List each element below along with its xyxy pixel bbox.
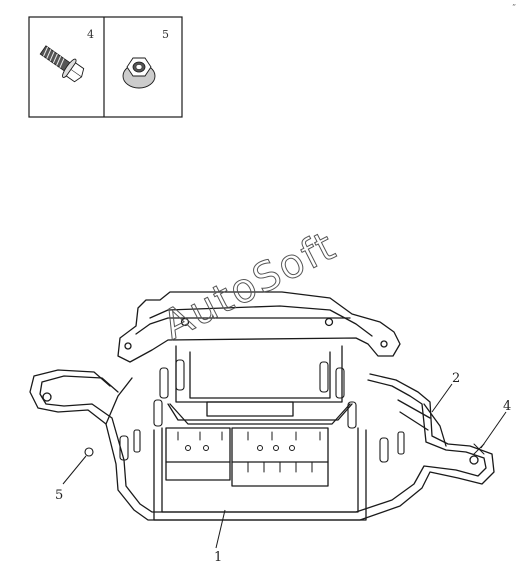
callout-part-2: 2 [452, 371, 460, 386]
inset-nut-label: 5 [162, 28, 169, 41]
watermark: AutoSoft [156, 223, 344, 349]
ecu-module-body [153, 345, 367, 521]
ecu-bracket-assembly [29, 291, 495, 521]
leader-part-1 [215, 509, 226, 549]
callout-leaders [62, 383, 507, 549]
callout-part-1: 1 [214, 550, 222, 565]
leader-part-5 [62, 455, 87, 485]
leader-part-4 [480, 411, 507, 449]
fastener-inset: 4 5 [28, 16, 183, 118]
corner-mark: ” [512, 3, 516, 12]
callout-part-5: 5 [55, 488, 63, 503]
flange-bolt-icon [39, 45, 85, 83]
loose-nut-5 [84, 447, 94, 457]
leader-part-2 [431, 383, 453, 413]
flange-nut-icon [122, 57, 156, 89]
top-bracket [117, 291, 401, 363]
callout-part-4: 4 [503, 399, 511, 414]
inset-bolt-label: 4 [87, 28, 94, 41]
mounting-bracket [29, 369, 495, 521]
inset-frame [28, 16, 183, 118]
